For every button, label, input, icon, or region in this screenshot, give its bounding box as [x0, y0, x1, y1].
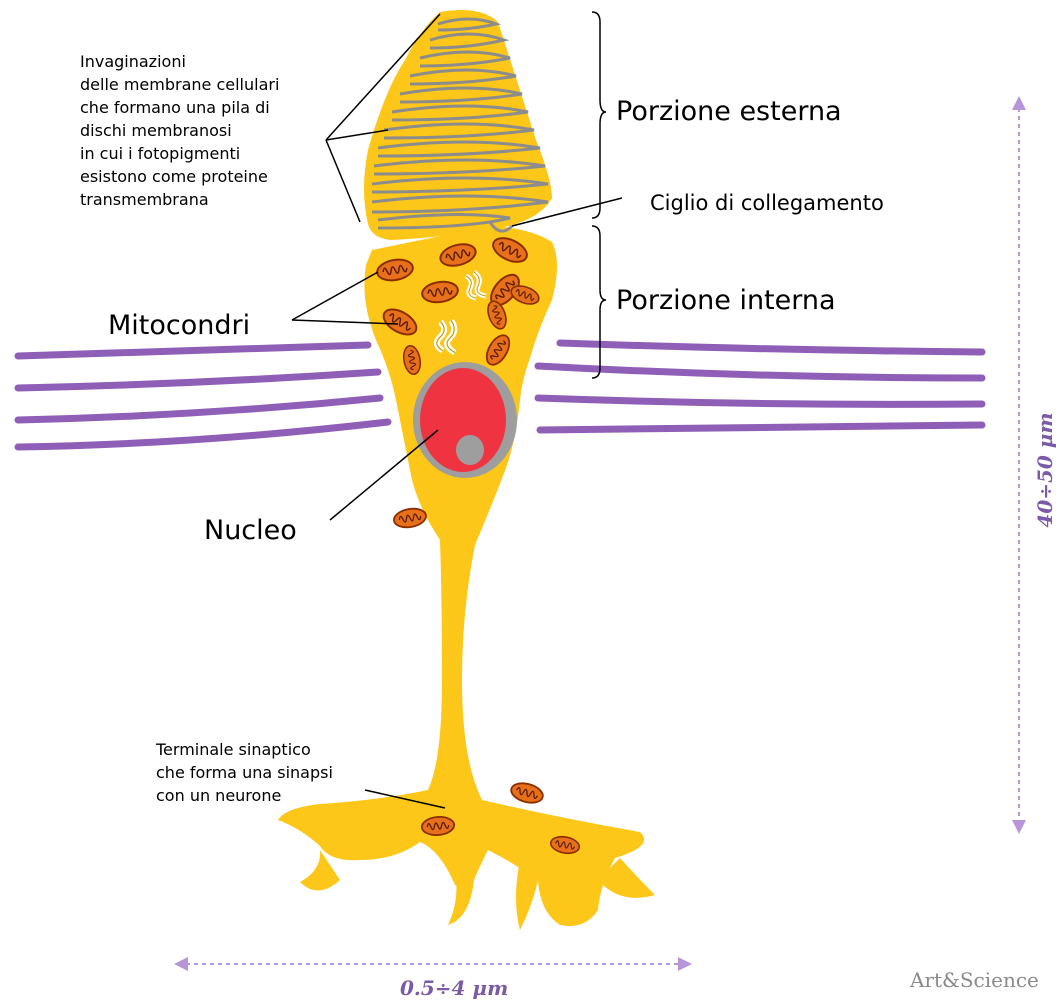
brace-outer [592, 12, 606, 218]
nucleolus [456, 435, 484, 465]
mitochondria-label: Mitocondri [108, 310, 250, 342]
width-dimension-arrow [174, 957, 692, 971]
fibers-left [18, 345, 388, 447]
fibers-right [538, 343, 982, 430]
invaginations-label: Invaginazioni delle membrane cellulari c… [80, 50, 279, 211]
connecting-cilium-label: Ciglio di collegamento [650, 190, 884, 216]
credit-text: Art&Science [910, 968, 1063, 992]
height-dimension-label: 40÷50 μm [1033, 412, 1057, 527]
brace-inner [592, 226, 606, 378]
outer-segment-label: Porzione esterna [616, 96, 842, 128]
synaptic-terminal-label: Terminale sinaptico che forma una sinaps… [156, 738, 333, 807]
height-dimension-arrow [1012, 96, 1026, 834]
inner-segment-label: Porzione interna [616, 285, 836, 317]
width-dimension-label: 0.5÷4 μm [400, 976, 508, 1000]
nucleus-label: Nucleo [204, 515, 297, 547]
inner-segment [278, 226, 644, 926]
